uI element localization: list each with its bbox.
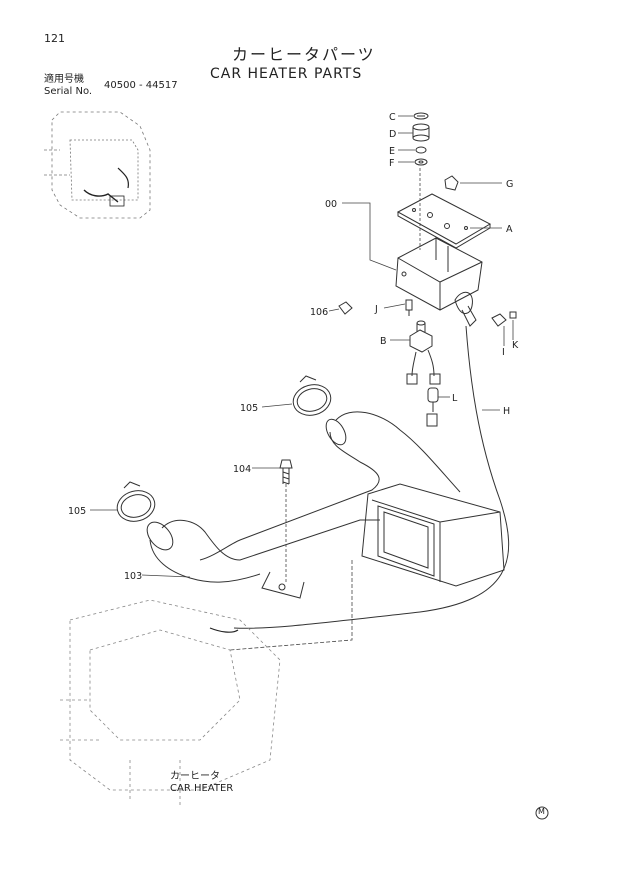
screw-parts — [338, 299, 517, 327]
part-l — [426, 387, 439, 427]
label-c: C — [389, 112, 396, 123]
label-00: 00 — [325, 199, 337, 210]
corner-mark-circle — [535, 806, 549, 820]
label-103: 103 — [124, 571, 142, 582]
leader-lines — [90, 115, 514, 651]
label-i: I — [502, 347, 505, 358]
label-j: J — [374, 304, 378, 315]
label-105-lower: 105 — [68, 506, 86, 517]
cab-floor-sketch — [60, 599, 281, 806]
label-106: 106 — [310, 307, 328, 318]
serial-label-jp: 適用号機 — [44, 74, 84, 85]
label-h: H — [503, 406, 510, 417]
control-cable — [233, 325, 510, 629]
label-g: G — [506, 179, 513, 190]
label-l: L — [452, 393, 458, 404]
knob-g — [444, 175, 459, 191]
part-labels: C D E F G A 00 106 J I K B L H 105 104 1… — [68, 112, 519, 582]
heater-unit — [361, 483, 505, 587]
label-a: A — [506, 224, 513, 235]
page-title-jp: カーヒータパーツ — [232, 45, 376, 64]
bolt-104 — [279, 459, 293, 485]
switch-b — [406, 320, 441, 385]
knob-stack — [412, 112, 430, 166]
heater-control-box — [395, 237, 483, 327]
caption-jp: カーヒータ — [170, 771, 220, 782]
page-number: 121 — [44, 32, 65, 45]
hose-clamp-upper — [292, 375, 332, 416]
page-title-en: CAR HEATER PARTS — [210, 66, 363, 82]
label-105-upper: 105 — [240, 403, 258, 414]
label-b: B — [380, 336, 387, 347]
label-e: E — [389, 146, 395, 157]
label-104: 104 — [233, 464, 251, 475]
caption-en: CAR HEATER — [170, 783, 234, 794]
label-d: D — [389, 129, 396, 140]
label-k: K — [512, 340, 519, 351]
serial-range: 40500 - 44517 — [104, 80, 178, 91]
heater-duct — [146, 411, 461, 599]
serial-label-en: Serial No. — [44, 86, 93, 97]
hose-clamp-lower — [116, 481, 156, 522]
label-f: F — [389, 158, 394, 169]
machine-inset-sketch — [44, 111, 151, 219]
control-panel-plate — [396, 193, 492, 249]
corner-mark: M — [538, 807, 545, 816]
